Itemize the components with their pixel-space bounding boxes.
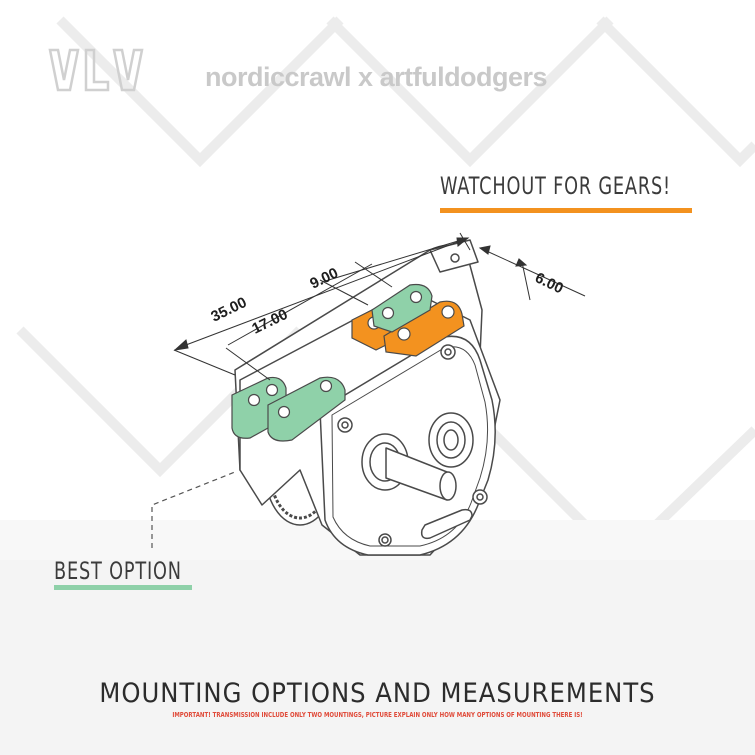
bearing (428, 412, 474, 468)
warning-callout: WATCHOUT FOR GEARS! (440, 172, 671, 200)
best-option-underline (54, 585, 192, 590)
vlv-logo (48, 48, 144, 92)
page-title: MOUNTING OPTIONS AND MEASUREMENTS (99, 678, 656, 709)
adjust-slot (420, 508, 473, 540)
dimension-lines (173, 232, 586, 381)
output-shaft (361, 433, 457, 501)
green-mounts-bottom (231, 376, 346, 442)
screw-holes (337, 344, 488, 547)
best-option-callout: BEST OPTION (54, 557, 182, 585)
best-option-leader (151, 471, 236, 548)
collab-title: nordiccrawl x artfuldodgers (205, 62, 548, 92)
dimension-17: 17.00 (249, 306, 290, 338)
important-note: IMPORTANT! TRANSMISSION INCLUDE ONLY TWO… (172, 711, 583, 719)
green-mount-top (371, 283, 433, 333)
warning-underline (440, 208, 692, 213)
dimension-35: 35.00 (208, 294, 249, 326)
dimension-6: 6.00 (532, 269, 566, 297)
